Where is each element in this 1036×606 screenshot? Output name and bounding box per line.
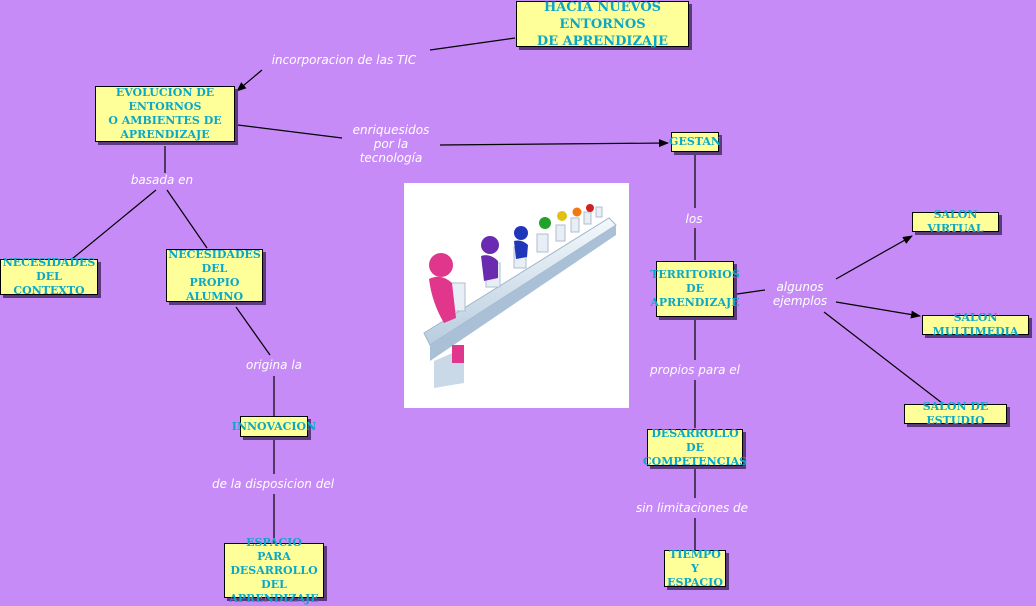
link-label-de-la-disposicion: de la disposicion del: [211, 477, 335, 491]
node-salon-virtual[interactable]: SALON VIRTUAL: [912, 208, 999, 235]
link-label-incorporacion: incorporacion de las TIC: [271, 53, 417, 67]
link-label-enriquesidos: enriquesidos por la tecnología: [352, 123, 430, 165]
node-innovacion[interactable]: INNOVACION: [232, 416, 316, 437]
link-label-sin-limitaciones: sin limitaciones de: [635, 501, 749, 515]
node-hacia-nuevos-entornos[interactable]: HACIA NUEVOS ENTORNOS DE APRENDIZAJE: [516, 0, 689, 49]
people-at-computers-icon: [423, 204, 617, 388]
link-label-los: los: [685, 212, 703, 226]
node-necesidades-del-propio-alumno[interactable]: NECESIDADES DEL PROPIO ALUMNO: [166, 248, 263, 303]
node-necesidades-del-contexto[interactable]: NECESIDADES DEL CONTEXTO: [0, 256, 98, 297]
link-label-algunos-ejemplos: algunos ejemplos: [772, 280, 828, 308]
node-evolucion-de-entornos[interactable]: EVOLUCION DE ENTORNOS O AMBIENTES DE APR…: [95, 86, 235, 142]
node-gestan[interactable]: GESTAN: [669, 132, 721, 152]
node-tiempo-y-espacio[interactable]: TIEMPO Y ESPACIO: [664, 548, 726, 589]
link-label-propios-para-el: propios para el: [649, 363, 741, 377]
node-salon-de-estudio[interactable]: SALON DE ESTUDIO: [904, 400, 1007, 427]
node-espacio-para-desarrollo[interactable]: ESPACIO PARA DESARROLLO DEL APRENDIZAJE: [224, 536, 324, 605]
link-label-basada-en: basada en: [130, 173, 194, 187]
computer-lab-illustration: [404, 183, 629, 408]
node-salon-multimedia[interactable]: SALON MULTIMEDIA: [922, 311, 1029, 338]
node-territorios-de-aprendizaje[interactable]: TERRITORIOS DE APRENDIZAJE: [650, 261, 740, 317]
node-desarrollo-de-competencias[interactable]: DESARROLLO DE COMPETENCIAS: [642, 426, 748, 468]
link-label-origina-la: origina la: [245, 358, 303, 372]
